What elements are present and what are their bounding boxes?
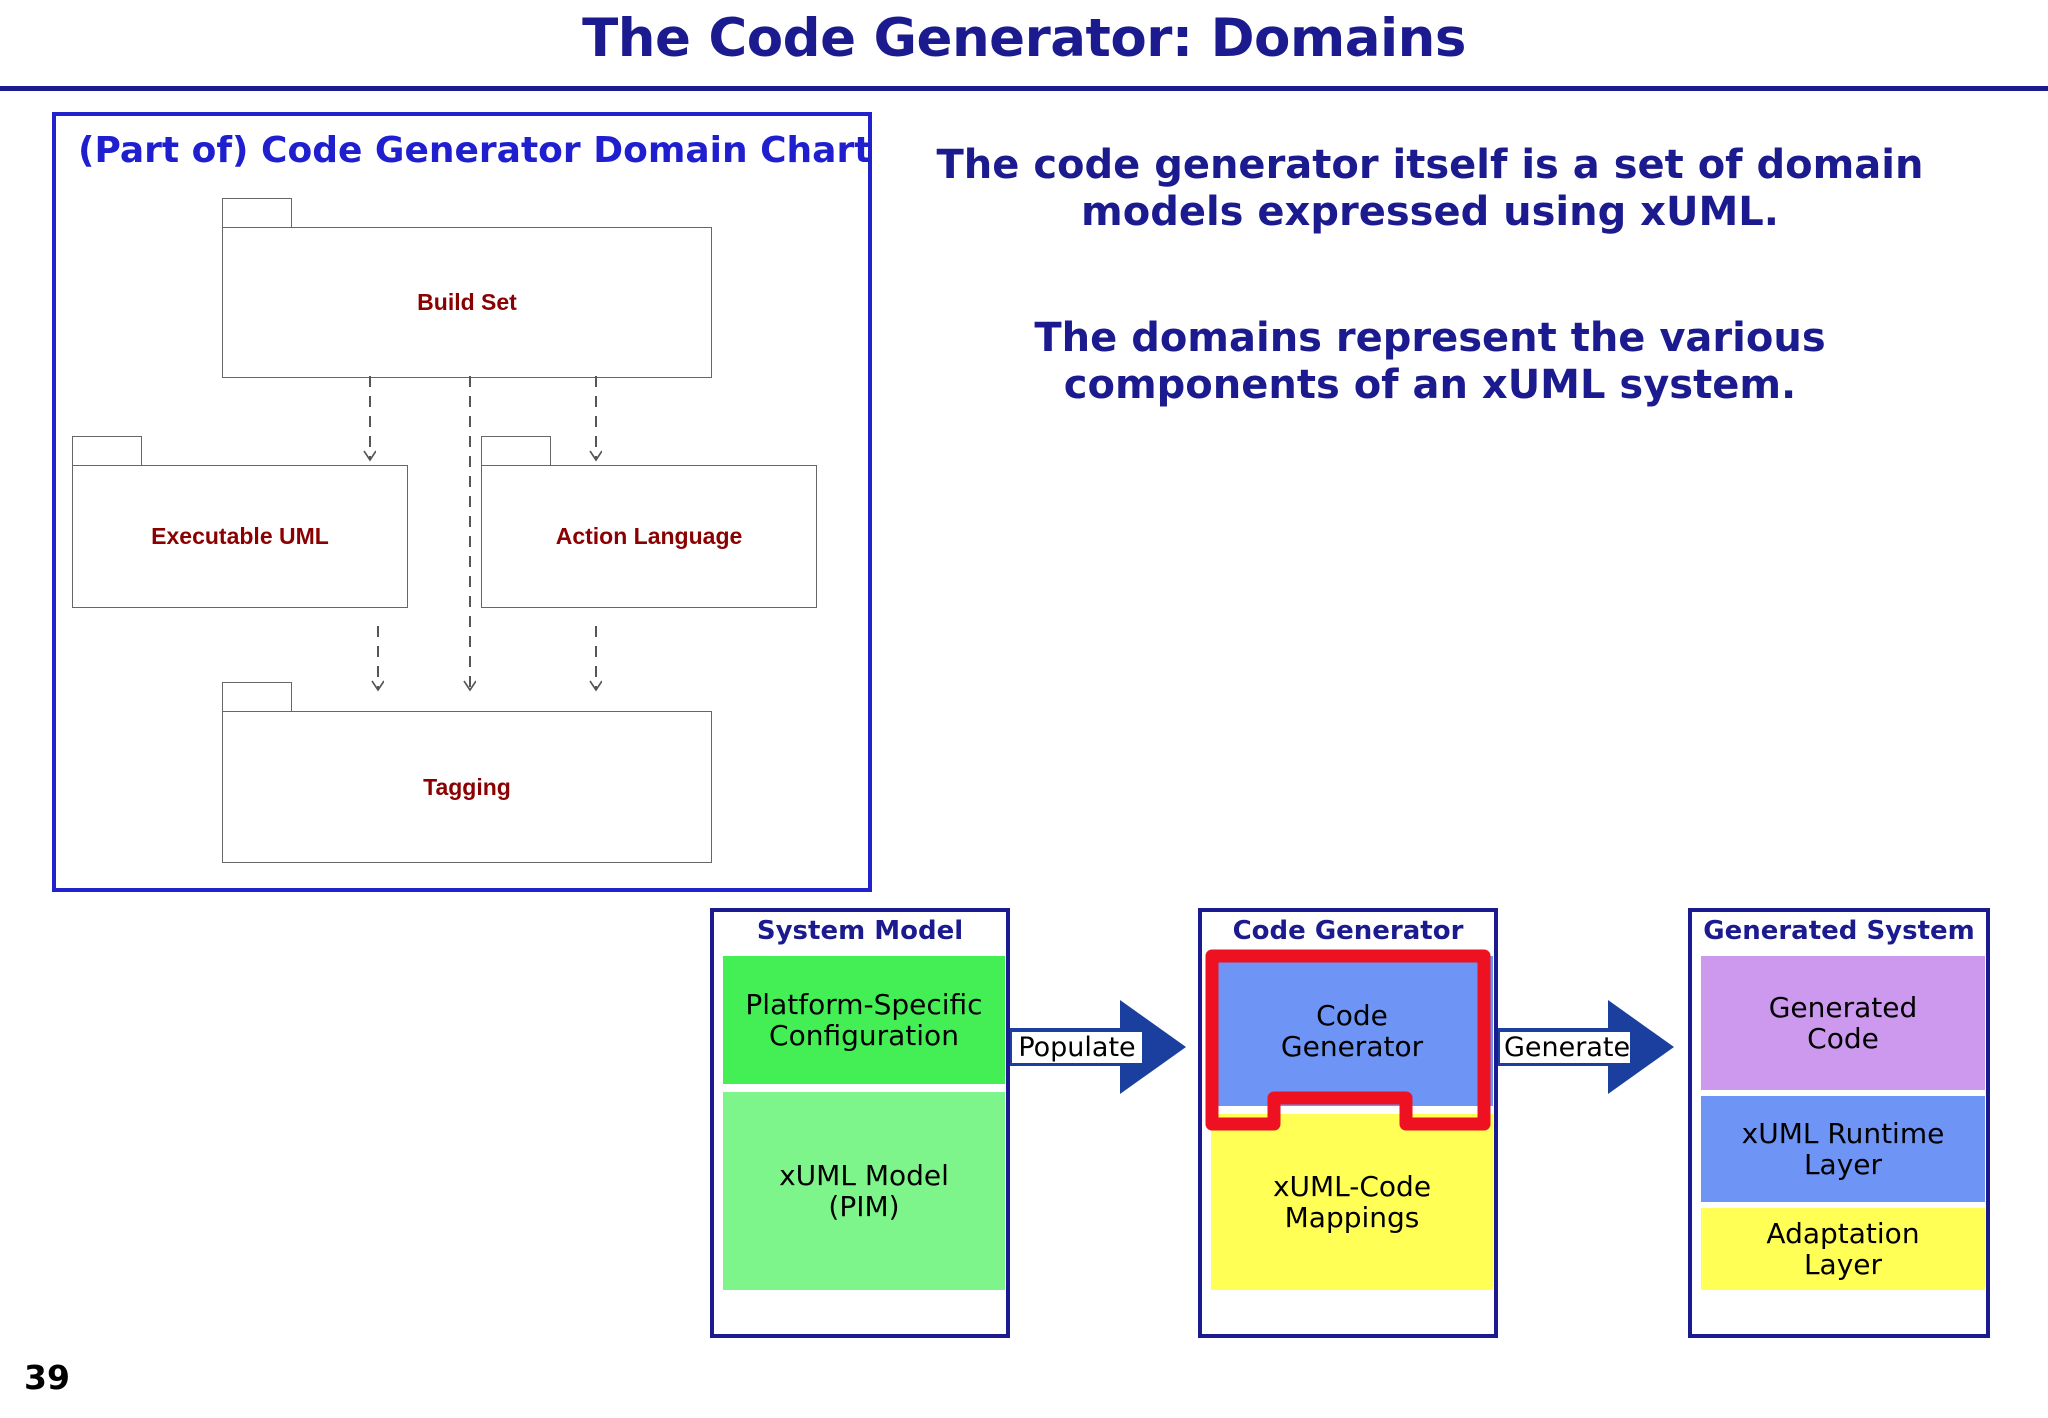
package-body: Executable UML <box>72 465 408 608</box>
package-label: Tagging <box>423 773 511 800</box>
package-body: Tagging <box>222 711 712 863</box>
populate-arrow-label: Populate <box>1012 1032 1142 1063</box>
flow-panel-label: xUML Model(PIM) <box>779 1158 949 1223</box>
page-number: 39 <box>24 1358 70 1397</box>
package-tab <box>481 436 551 466</box>
package-tab <box>222 198 292 228</box>
flow-box-header: System Model <box>756 916 964 946</box>
domain-chart-caption: (Part of) Code Generator Domain Chart <box>78 130 872 171</box>
flow-box-header: Code Generator <box>1232 916 1464 946</box>
package-build-set: Build Set <box>222 198 712 378</box>
package-body: Action Language <box>481 465 817 608</box>
body-paragraph-1: The code generator itself is a set of do… <box>936 142 1924 236</box>
package-action-language: Action Language <box>481 436 817 608</box>
package-tab <box>222 682 292 712</box>
package-label: Executable UML <box>151 523 329 549</box>
package-label: Action Language <box>555 523 743 549</box>
package-label: Build Set <box>417 289 517 315</box>
title-divider <box>0 86 2048 91</box>
generate-arrow-label: Generate <box>1500 1032 1630 1063</box>
page-title: The Code Generator: Domains <box>582 8 1466 69</box>
domain-chart-panel: (Part of) Code Generator Domain Chart Bu… <box>52 112 872 892</box>
package-body: Build Set <box>222 227 712 378</box>
package-executable-uml: Executable UML <box>72 436 408 608</box>
flow-panel-xuml-model-pim: xUML Model(PIM) <box>723 1092 1005 1290</box>
body-paragraph-2: The domains represent the various compon… <box>1034 315 1826 409</box>
package-tab <box>72 436 142 466</box>
flow-box-header: Generated System <box>1703 916 1975 946</box>
package-tagging: Tagging <box>222 682 712 863</box>
